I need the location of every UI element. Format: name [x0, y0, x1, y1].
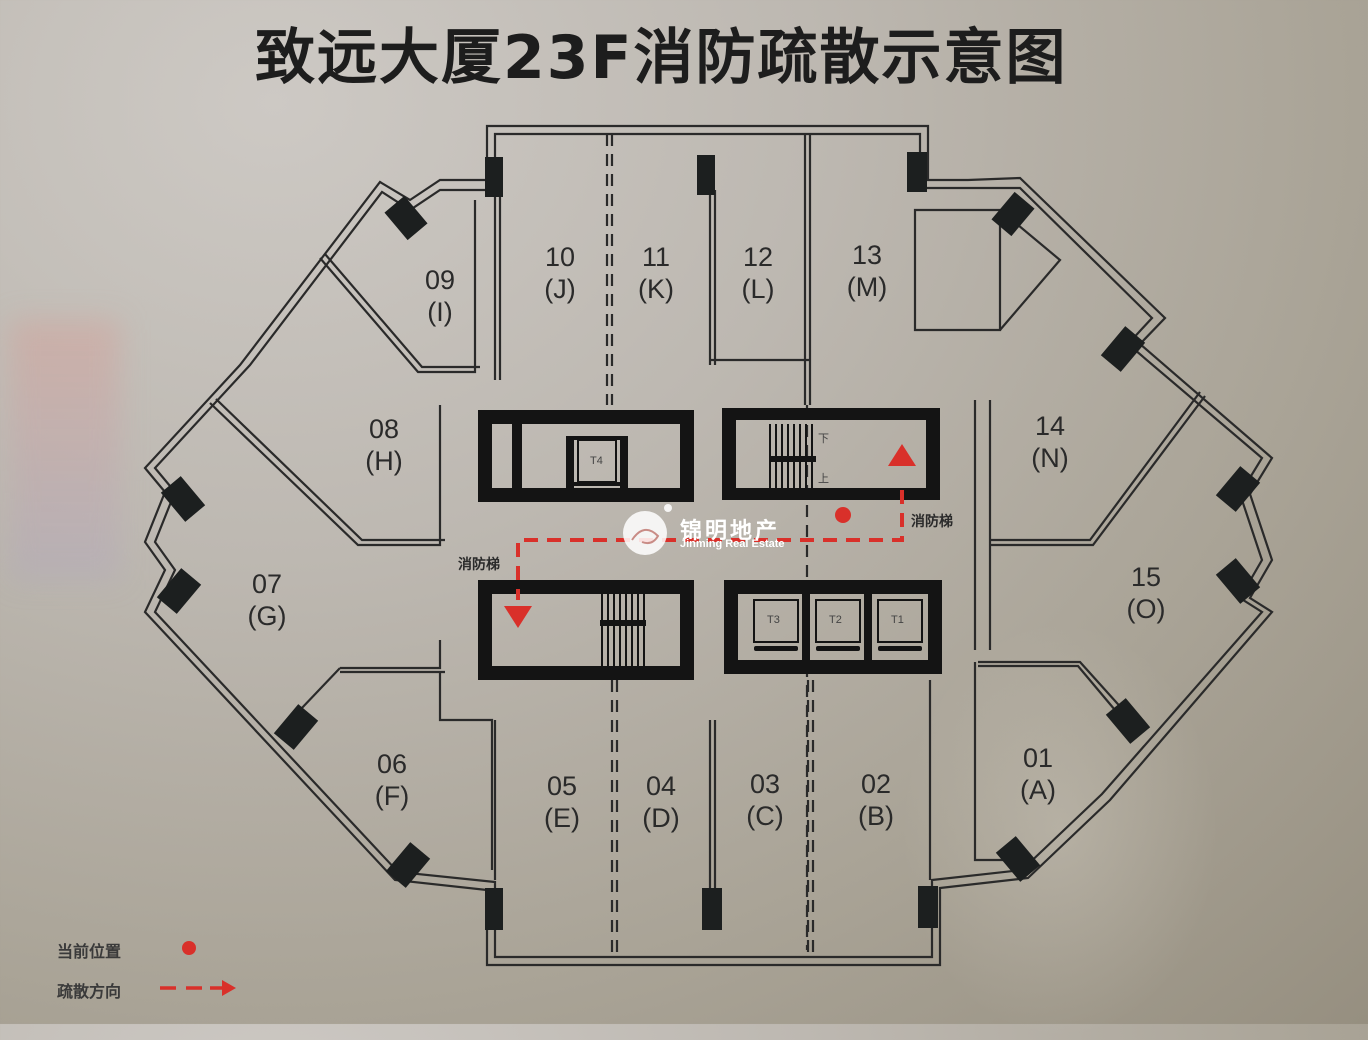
unit-label-07: 07(G) — [247, 569, 287, 631]
unit-label-09: 09(I) — [424, 265, 456, 327]
elevator-t1: T1 — [891, 614, 904, 626]
unit-label-05: 05(E) — [544, 771, 580, 833]
evacuation-arrow-down-icon — [504, 606, 532, 628]
legend-arrow-icon — [222, 980, 236, 996]
legend-dot-icon — [182, 941, 196, 955]
stair-up-label: 上 — [818, 473, 829, 485]
stair-down-label: 下 — [818, 433, 829, 445]
legend-current-position: 当前位置 — [57, 942, 122, 961]
current-position-marker — [835, 507, 851, 523]
unit-label-14: 14(N) — [1031, 411, 1069, 473]
unit-label-10: 10(J) — [544, 242, 576, 304]
elevator-t4: T4 — [590, 455, 603, 467]
unit-label-11: 11(K) — [638, 242, 674, 304]
unit-label-04: 04(D) — [642, 771, 680, 833]
legend-evacuation-direction: 疏散方向 — [57, 982, 122, 1001]
fire-stair-label-left: 消防梯 — [458, 557, 500, 573]
fire-stair-label-right: 消防梯 — [911, 514, 953, 530]
unit-label-12: 12(L) — [741, 242, 775, 304]
unit-label-03: 03(C) — [746, 769, 784, 831]
watermark-logo-icon — [623, 511, 667, 555]
unit-label-08: 08(H) — [365, 414, 403, 476]
unit-label-06: 06(F) — [374, 749, 410, 811]
unit-label-02: 02(B) — [858, 769, 894, 831]
glare-reflection — [900, 620, 1220, 1040]
evacuation-arrow-up-icon — [888, 444, 916, 466]
unit-label-01: 01(A) — [1020, 743, 1056, 805]
unit-label-15: 15(O) — [1126, 562, 1166, 624]
unit-label-13: 13(M) — [846, 240, 888, 302]
watermark-cn: 锦明地产 — [680, 519, 781, 544]
light-reflection — [10, 320, 120, 580]
watermark-en: Jinming Real Estate — [680, 538, 785, 550]
elevator-t2: T2 — [829, 614, 842, 626]
page-title: 致远大厦23F消防疏散示意图 — [255, 23, 1068, 93]
elevator-t3: T3 — [767, 614, 780, 626]
